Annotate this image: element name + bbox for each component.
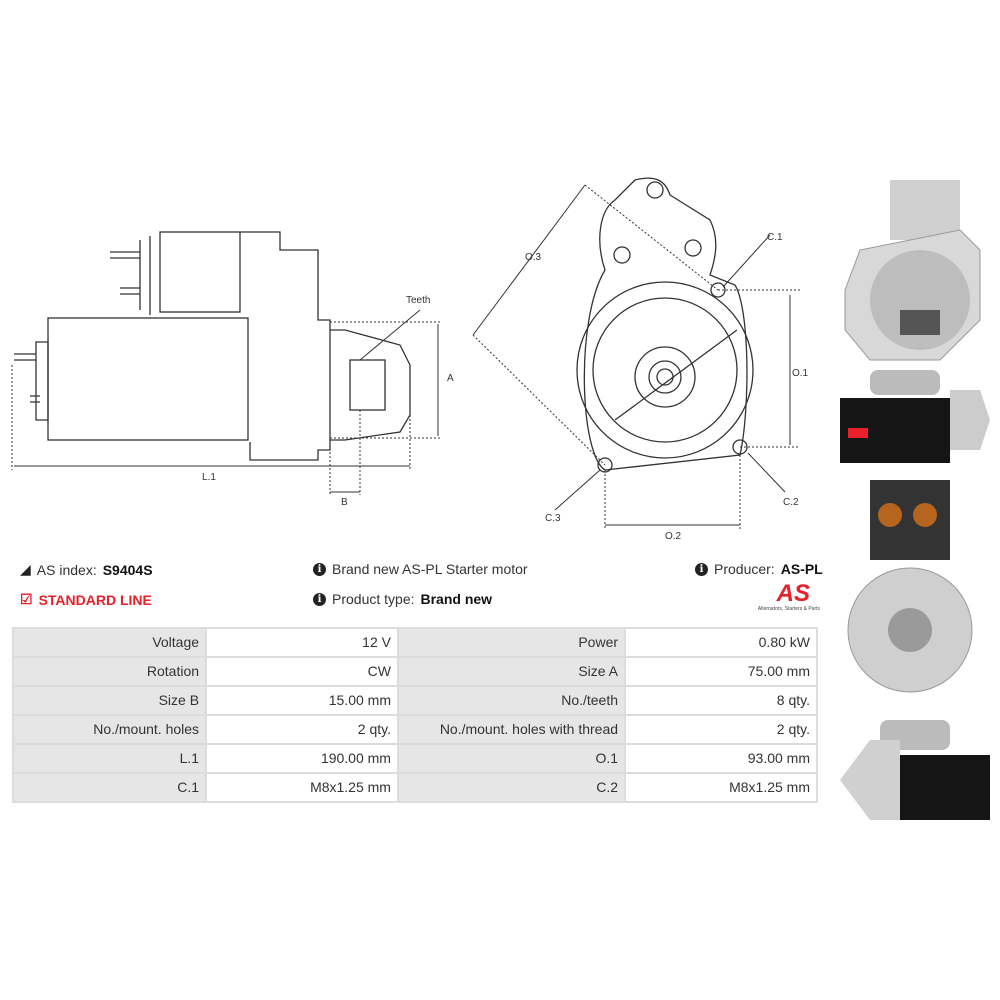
spec-value: M8x1.25 mm — [205, 772, 399, 803]
spec-value: 2 qty. — [624, 714, 818, 745]
front-view-drawing: O.3 C.1 O.1 C.2 C.3 O.2 — [472, 177, 809, 542]
spec-value: CW — [205, 656, 399, 687]
spec-value: 190.00 mm — [205, 743, 399, 774]
spec-value: 0.80 kW — [624, 627, 818, 658]
spec-label: Power — [396, 627, 627, 658]
spec-label: C.1 — [11, 772, 208, 803]
producer-label: Producer: — [714, 561, 775, 577]
spec-value: 15.00 mm — [205, 685, 399, 716]
spec-label: No./mount. holes — [11, 714, 208, 745]
dim-c2-label: C.2 — [783, 497, 799, 508]
as-pl-logo: AS Alternators, Starters & Parts — [738, 580, 820, 613]
spec-label: Voltage — [11, 627, 208, 658]
product-type: i Product type: Brand new — [313, 591, 492, 607]
teeth-label: Teeth — [406, 295, 430, 306]
info-icon: i — [695, 562, 708, 576]
spec-label: O.1 — [396, 743, 627, 774]
photo-side-2 — [840, 720, 990, 820]
photo-front — [844, 180, 981, 361]
product-type-label: Product type: — [332, 591, 415, 607]
photo-rear — [847, 480, 973, 693]
spec-label: Size B — [11, 685, 208, 716]
dim-b-label: B — [341, 497, 348, 508]
spec-value: 75.00 mm — [624, 656, 818, 687]
spec-label: Rotation — [11, 656, 208, 687]
description-text: Brand new AS-PL Starter motor — [332, 561, 528, 577]
tags-icon: ◢ — [20, 561, 31, 577]
producer: i Producer: AS-PL — [695, 561, 823, 577]
product-type-value: Brand new — [420, 591, 493, 607]
as-index-value: S9404S — [102, 561, 153, 578]
spec-value: M8x1.25 mm — [624, 772, 818, 803]
side-view-drawing: Teeth A B L.1 — [11, 231, 454, 508]
info-icon: i — [313, 562, 326, 576]
spec-value: 8 qty. — [624, 685, 818, 716]
dim-o1-label: O.1 — [792, 368, 809, 379]
dim-o2-label: O.2 — [665, 531, 682, 542]
spec-value: 2 qty. — [205, 714, 399, 745]
spec-label: No./mount. holes with thread — [396, 714, 627, 745]
as-index-label: AS index: — [36, 561, 97, 578]
dim-a-label: A — [447, 373, 454, 384]
dim-c3-label: C.3 — [545, 513, 561, 524]
spec-label: No./teeth — [396, 685, 627, 716]
check-square-icon: ☑ — [20, 591, 33, 607]
dim-o3-label: O.3 — [525, 252, 542, 263]
spec-value: 93.00 mm — [624, 743, 818, 774]
as-index: ◢ AS index: S9404S — [20, 561, 153, 578]
info-icon: i — [313, 592, 326, 606]
product-photos — [840, 180, 990, 820]
producer-value: AS-PL — [780, 561, 823, 577]
dim-c1-label: C.1 — [767, 232, 783, 243]
spec-value: 12 V — [205, 627, 399, 658]
standard-line-label: STANDARD LINE — [38, 591, 152, 608]
photo-side — [840, 370, 990, 463]
standard-line-badge: ☑ STANDARD LINE — [20, 591, 152, 608]
dim-l1-label: L.1 — [202, 472, 216, 483]
spec-label: L.1 — [11, 743, 208, 774]
spec-label: Size A — [396, 656, 627, 687]
logo-mark: AS — [776, 580, 810, 607]
logo-tagline: Alternators, Starters & Parts — [757, 606, 820, 612]
description: i Brand new AS-PL Starter motor — [313, 561, 528, 577]
spec-label: C.2 — [396, 772, 627, 803]
